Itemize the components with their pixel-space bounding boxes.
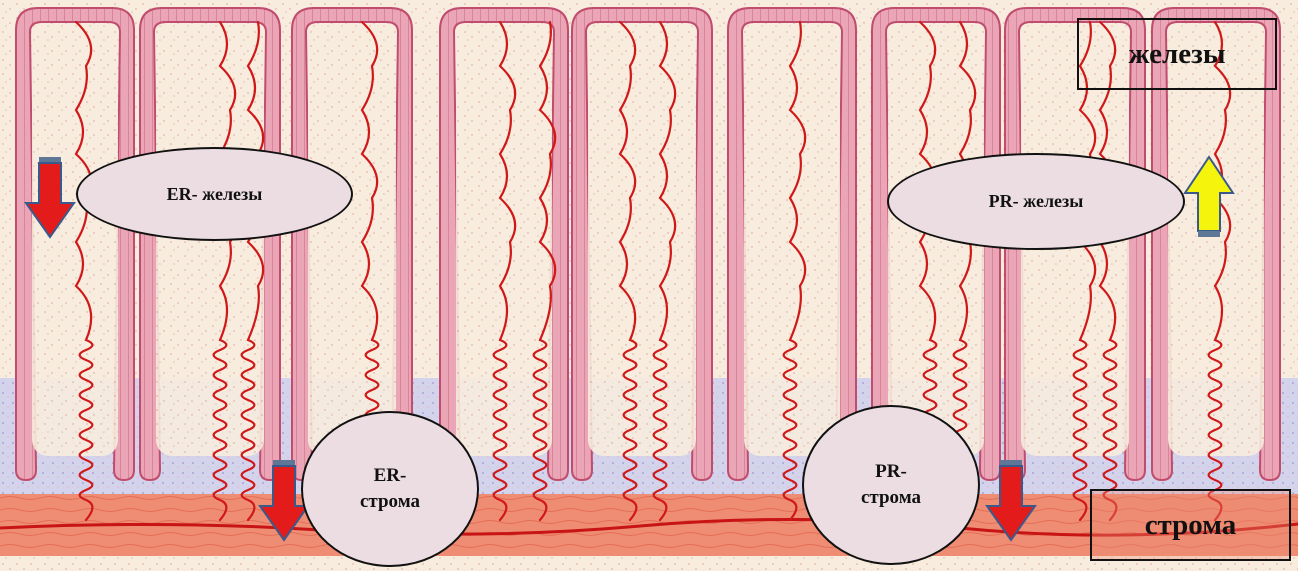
er-glands-text: ER- железы <box>167 182 263 206</box>
pr-glands-label: PR- железы <box>887 153 1185 250</box>
pr-glands-text: PR- железы <box>989 189 1084 213</box>
gland-lumen <box>588 26 696 456</box>
pr-glands-up-arrow-icon <box>1183 155 1235 241</box>
er-stroma-label: ER- строма <box>301 411 479 567</box>
gland-lumen <box>744 26 840 456</box>
er-glands-down-arrow-icon <box>24 155 76 239</box>
gland-lumen <box>1168 26 1264 456</box>
er-glands-label: ER- железы <box>76 147 353 241</box>
pr-stroma-text: PR- строма <box>861 459 921 510</box>
stroma-box-label: строма <box>1090 489 1291 561</box>
gland-lumen <box>308 26 396 456</box>
glands-box-label: железы <box>1077 18 1277 90</box>
gland-lumen <box>32 26 118 456</box>
pr-stroma-down-arrow-icon <box>985 458 1037 542</box>
er-stroma-text: ER- строма <box>360 463 420 514</box>
stroma-box-text: строма <box>1145 509 1237 542</box>
pr-stroma-label: PR- строма <box>802 405 980 565</box>
glands-box-text: железы <box>1129 38 1226 71</box>
